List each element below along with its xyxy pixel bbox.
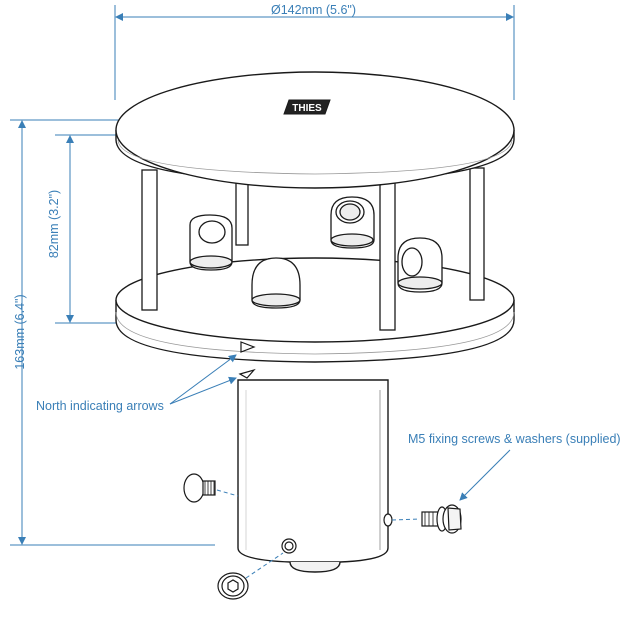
mounting-tube — [237, 379, 389, 573]
total-height-label: 163mm (6.4") — [13, 294, 27, 370]
north-arrows-label: North indicating arrows — [36, 399, 164, 413]
transducer-heads — [189, 196, 443, 309]
diameter-dimension — [114, 5, 515, 100]
svg-text:THIES: THIES — [292, 103, 322, 114]
screw-bottom-guide — [245, 552, 284, 579]
tube-screw-hole-front — [281, 538, 297, 554]
fixing-screws-label: M5 fixing screws & washers (supplied) — [408, 432, 621, 446]
screw-left-guide — [216, 489, 239, 497]
tube-screw-hole-right — [383, 513, 393, 527]
support-pillars — [141, 167, 485, 331]
gap-height-dimension — [55, 134, 125, 324]
top-cap — [115, 71, 515, 189]
screw-right-guide — [391, 518, 421, 521]
north-arrow-marks — [238, 341, 256, 379]
fixing-screws-leader — [459, 449, 511, 501]
logo-badge: THIES — [283, 99, 331, 115]
gap-height-label: 82mm (3.2") — [47, 189, 61, 259]
base-plate — [115, 257, 515, 363]
north-arrow-leaders — [169, 354, 237, 405]
screw-right — [421, 504, 462, 534]
diameter-label: Ø142mm (5.6") — [271, 3, 357, 17]
screw-left — [183, 473, 216, 503]
screw-bottom — [217, 572, 249, 600]
